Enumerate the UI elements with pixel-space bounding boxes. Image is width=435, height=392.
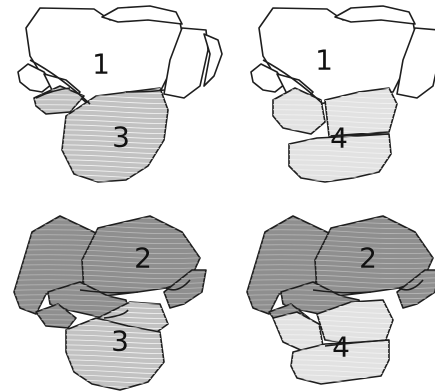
stone-seam: [262, 59, 324, 105]
panel-bottom-left: 23: [13, 215, 207, 391]
stone-number-label: 1: [92, 48, 110, 81]
stone-seam: [398, 279, 424, 291]
stone-number-label: 2: [134, 242, 152, 275]
stone-seam: [35, 87, 71, 99]
stone: [396, 27, 435, 99]
stone: [258, 7, 418, 105]
stone-seam: [29, 59, 91, 105]
panel-top-left: 13: [17, 5, 223, 183]
stone-seam: [312, 289, 372, 294]
stone-seam: [79, 289, 139, 294]
stone-number-label: 4: [330, 122, 348, 155]
stone: [334, 5, 416, 25]
stone-seam: [165, 279, 191, 291]
stone-number-label: 3: [111, 325, 129, 358]
stone-number-label: 2: [359, 242, 377, 275]
stone: [250, 63, 286, 93]
stone-number-label: 4: [332, 331, 350, 364]
stone-seam: [125, 89, 165, 93]
stone: [17, 63, 53, 93]
panel-top-right: 14: [250, 5, 435, 183]
panel-bottom-right: 24: [246, 215, 435, 385]
stone: [65, 317, 165, 391]
stone: [163, 27, 209, 99]
stone-seam: [324, 339, 390, 347]
stone-seam: [330, 133, 390, 137]
stone: [101, 5, 183, 25]
stone-number-label: 1: [315, 44, 333, 77]
stone-seam: [103, 309, 129, 319]
stone-number-label: 3: [112, 121, 130, 154]
stone: [203, 33, 223, 87]
